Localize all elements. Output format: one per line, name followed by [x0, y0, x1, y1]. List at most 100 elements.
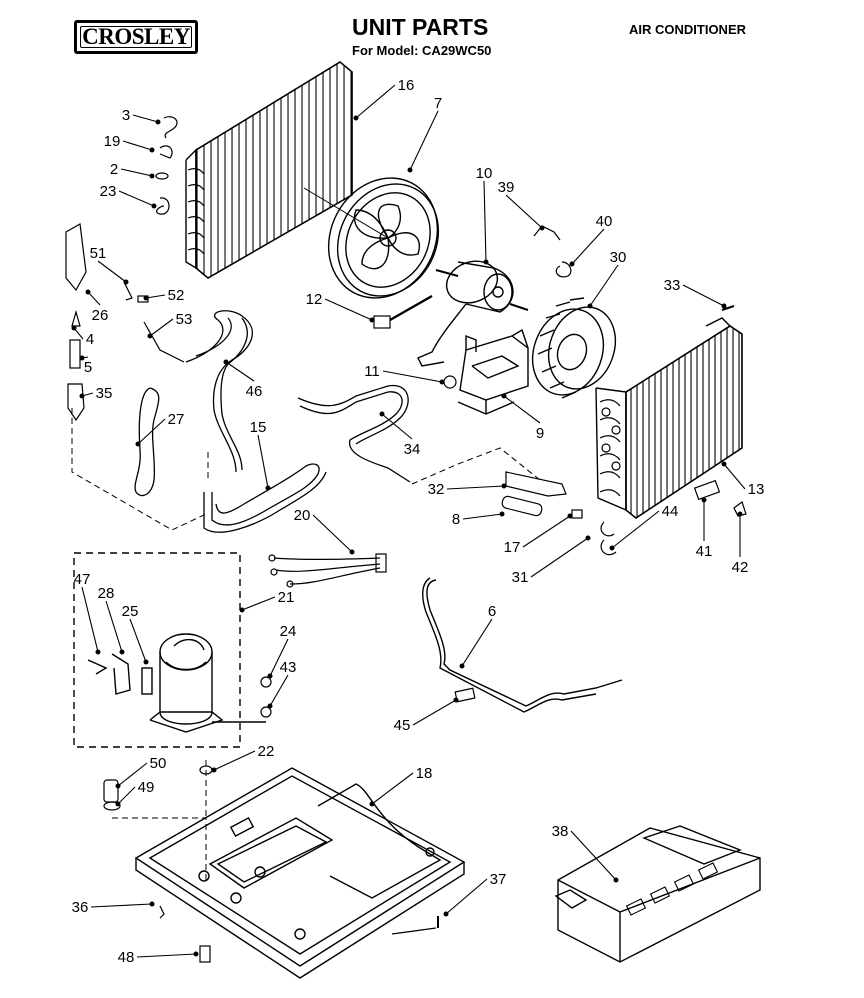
callout-arrowhead	[439, 379, 445, 385]
callout-35: 35	[79, 385, 113, 402]
callout-number: 15	[250, 419, 267, 436]
callout-arrowhead	[223, 359, 229, 365]
callout-arrowhead	[453, 697, 459, 703]
callout-46: 46	[223, 359, 263, 400]
callout-26: 26	[85, 289, 108, 324]
callout-42: 42	[732, 511, 749, 576]
callout-leader	[257, 434, 269, 489]
callout-arrowhead	[721, 303, 727, 309]
callout-arrowhead	[737, 511, 743, 517]
callout-number: 46	[246, 383, 263, 400]
compressor-assembly	[73, 552, 266, 748]
callout-number: 28	[98, 585, 115, 602]
callout-22: 22	[211, 743, 274, 773]
callout-arrowhead	[79, 355, 85, 361]
callout-leader	[530, 537, 589, 578]
callout-arrowhead	[115, 801, 121, 807]
refrigerant-tubing	[134, 310, 411, 533]
callout-arrowhead	[123, 279, 129, 285]
callout-arrowhead	[71, 325, 77, 331]
callout-number: 40	[596, 213, 613, 230]
callout-number: 53	[176, 311, 193, 328]
callout-38: 38	[552, 823, 619, 883]
callout-leader	[117, 786, 136, 805]
callout-28: 28	[98, 585, 125, 655]
callout-2: 2	[110, 161, 155, 179]
callout-arrowhead	[79, 393, 85, 399]
callout-34: 34	[379, 411, 420, 458]
base-pan	[134, 767, 466, 979]
callout-24: 24	[267, 623, 296, 679]
callout-19: 19	[104, 133, 155, 153]
callout-number: 32	[428, 481, 445, 498]
drain-tube	[422, 577, 623, 713]
callout-13: 13	[721, 461, 764, 498]
callout-number: 30	[610, 249, 627, 266]
callout-number: 38	[552, 823, 569, 840]
callout-11: 11	[364, 363, 445, 385]
callout-number: 31	[512, 569, 529, 586]
callout-leader	[105, 600, 123, 653]
callout-arrowhead	[369, 317, 375, 323]
callout-leader	[149, 318, 174, 337]
callout-leader	[132, 114, 159, 123]
callout-arrowhead	[585, 535, 591, 541]
callout-number: 16	[398, 77, 415, 94]
model-subtitle: For Model: CA29WC50	[352, 43, 492, 58]
callout-number: 42	[732, 559, 749, 576]
callout-number: 41	[696, 543, 713, 560]
brand-logo: CROSLEY	[74, 20, 198, 54]
callout-number: 27	[168, 411, 185, 428]
callout-21: 21	[239, 589, 294, 613]
callout-arrowhead	[587, 303, 593, 309]
callout-10: 10	[476, 165, 493, 265]
callout-leader	[145, 294, 166, 299]
callout-arrowhead	[119, 649, 125, 655]
callout-49: 49	[115, 779, 155, 807]
callout-40: 40	[569, 213, 613, 267]
blower-wheel	[531, 297, 617, 399]
callout-leader	[324, 298, 373, 321]
callout-arrowhead	[567, 513, 573, 519]
callout-number: 35	[96, 385, 113, 402]
callout-leader	[503, 395, 541, 424]
callout-12: 12	[306, 291, 375, 323]
callout-arrowhead	[149, 147, 155, 153]
callout-number: 19	[104, 133, 121, 150]
callout-number: 39	[498, 179, 515, 196]
callout-arrowhead	[501, 483, 507, 489]
callout-number: 12	[306, 291, 323, 308]
callout-arrowhead	[147, 333, 153, 339]
callout-arrowhead	[267, 673, 273, 679]
callout-number: 51	[90, 245, 107, 262]
callout-number: 2	[110, 161, 118, 178]
callout-leader	[129, 618, 147, 663]
callout-arrowhead	[155, 119, 161, 125]
callout-leader	[241, 596, 276, 611]
callout-4: 4	[71, 325, 94, 348]
callout-number: 10	[476, 165, 493, 182]
callout-number: 6	[488, 603, 496, 620]
callout-45: 45	[394, 697, 459, 734]
callout-number: 3	[122, 107, 130, 124]
callout-arrowhead	[193, 951, 199, 957]
callout-number: 47	[74, 571, 91, 588]
callout-48: 48	[118, 949, 199, 966]
callout-leader	[483, 180, 487, 263]
callout-leader	[269, 674, 289, 707]
callout-15: 15	[250, 419, 271, 491]
callout-17: 17	[504, 513, 573, 556]
callout-number: 52	[168, 287, 185, 304]
callout-arrowhead	[407, 167, 413, 173]
callout-leader	[723, 463, 746, 490]
callout-6: 6	[459, 603, 496, 669]
callout-leader	[225, 361, 255, 382]
callout-leader	[445, 878, 488, 915]
callout-number: 23	[100, 183, 117, 200]
callout-number: 4	[86, 331, 94, 348]
callout-number: 49	[138, 779, 155, 796]
callout-3: 3	[122, 107, 161, 125]
callout-number: 8	[452, 511, 460, 528]
